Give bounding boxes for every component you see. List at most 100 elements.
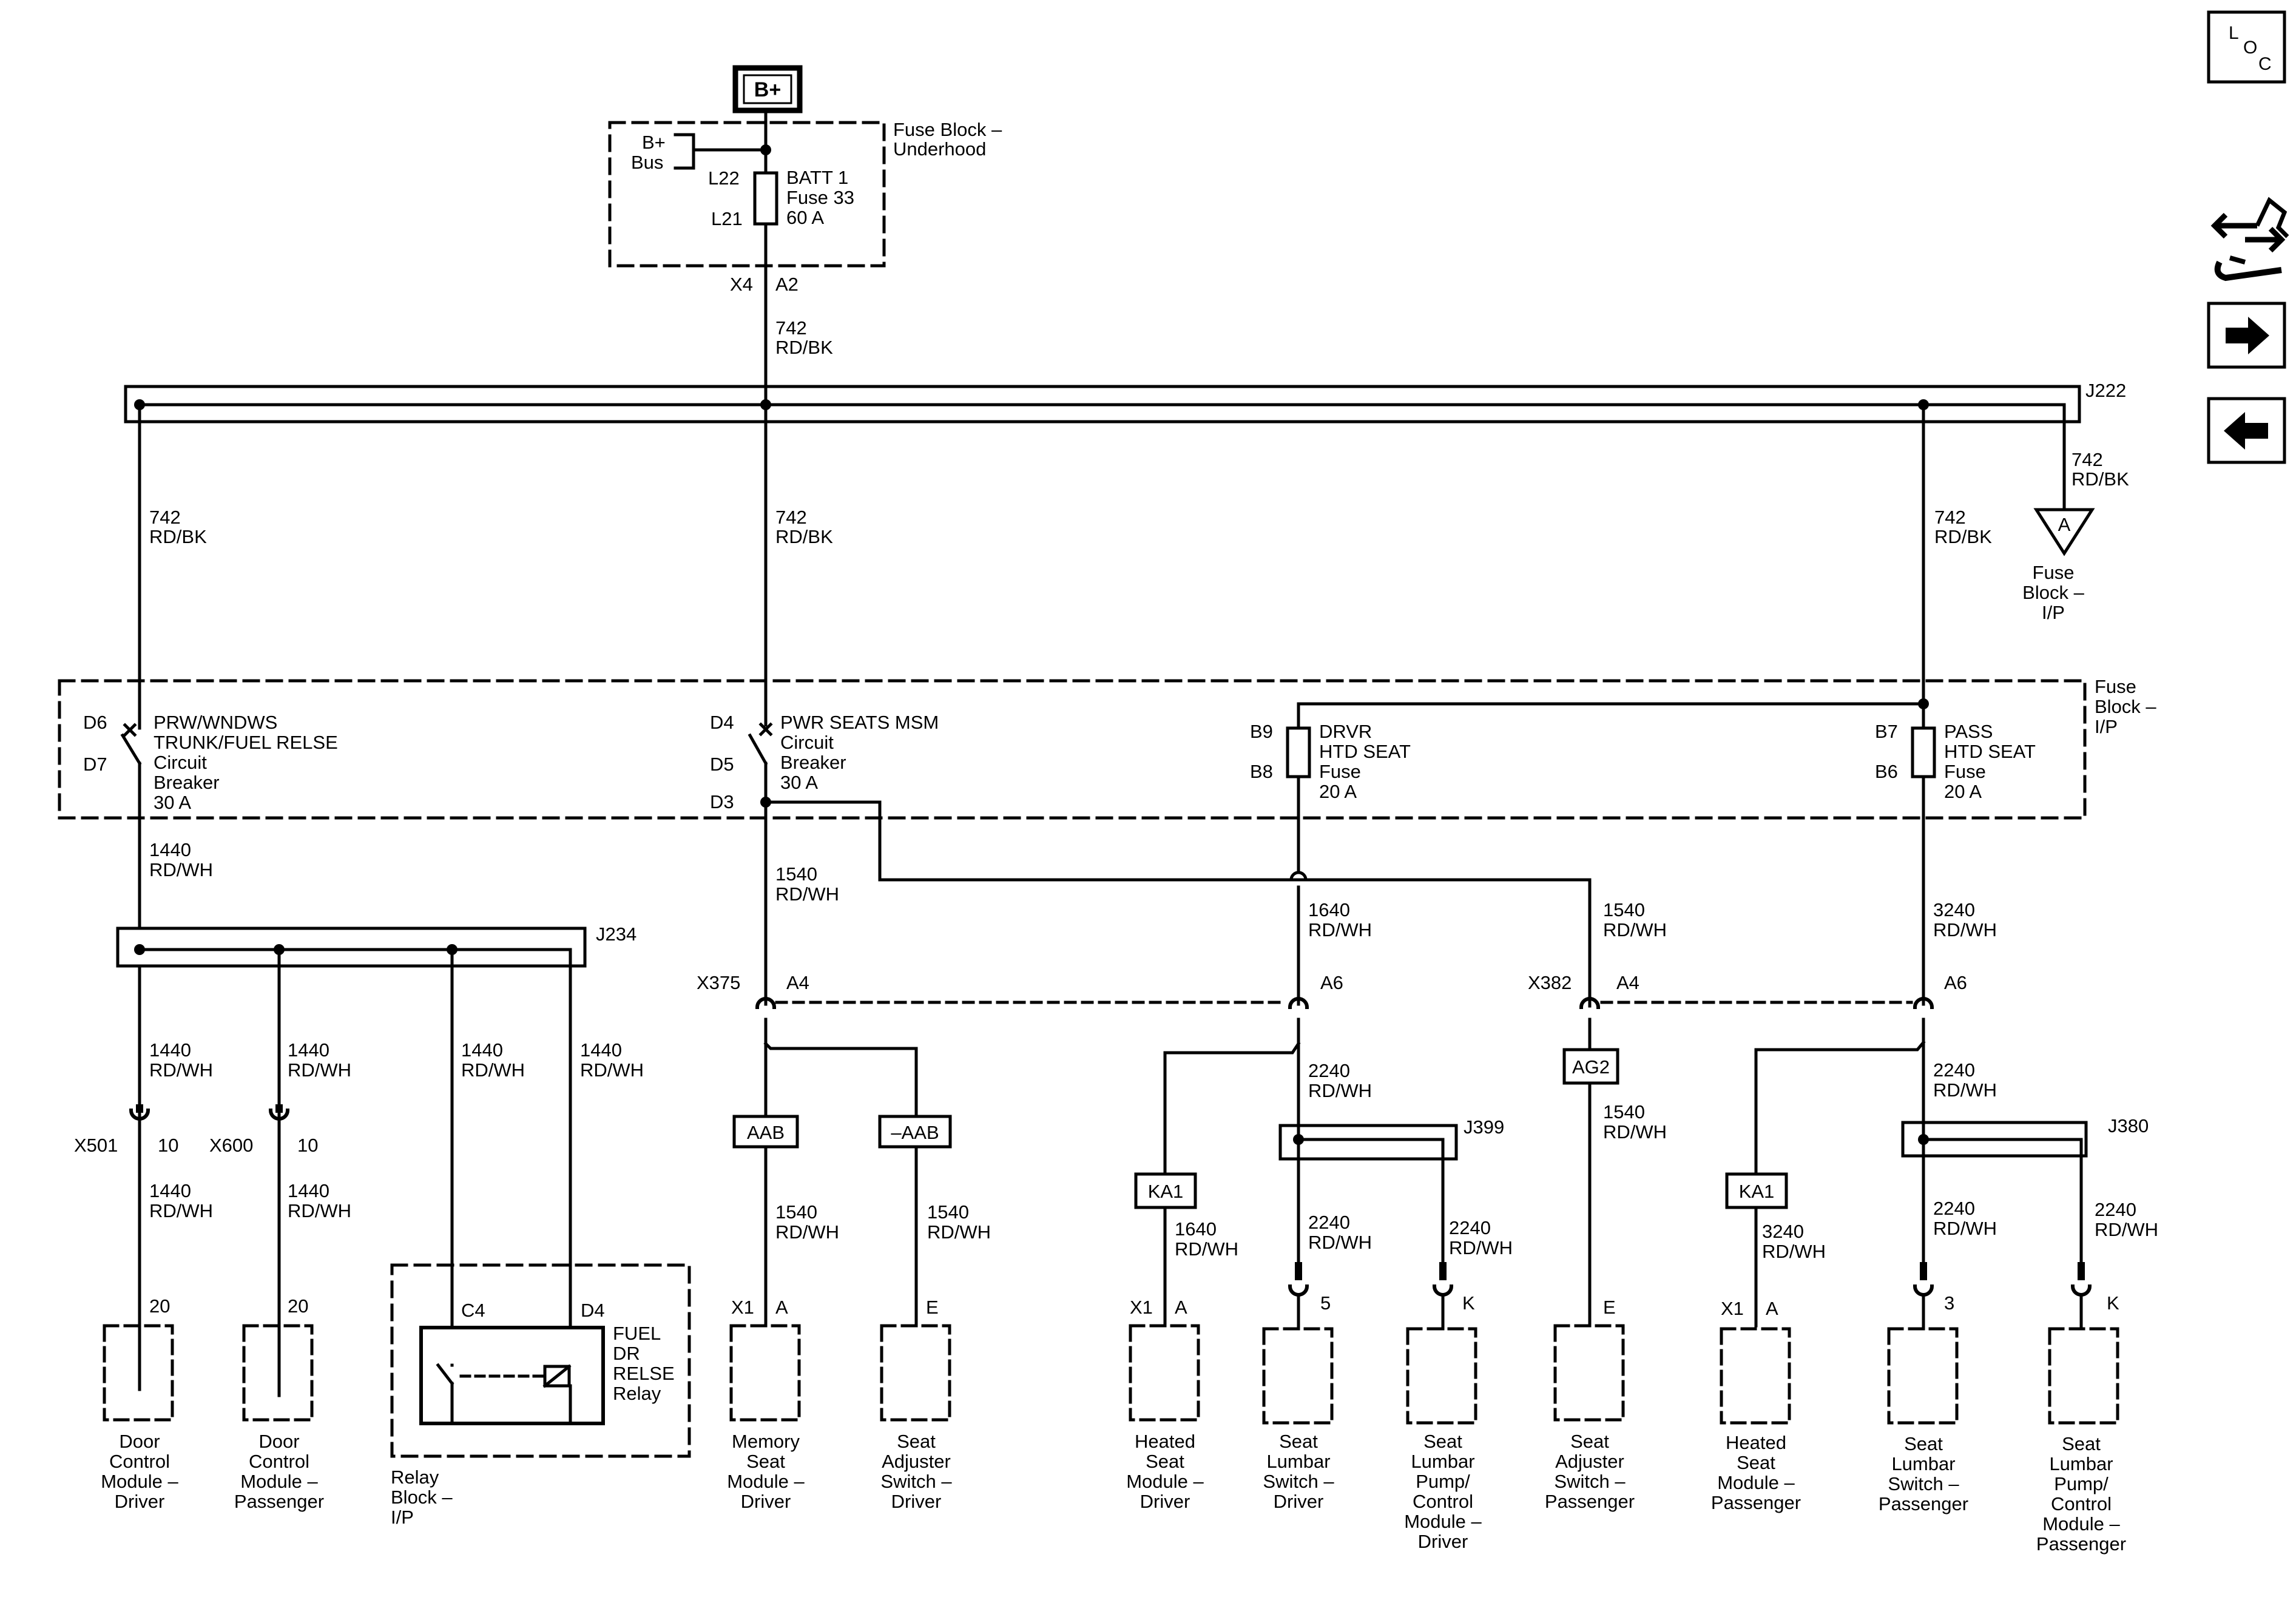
fuse-block-ip-label-3: I/P <box>2095 716 2118 737</box>
component-name-line: Heated <box>1726 1432 1786 1453</box>
component-name-line: Control <box>249 1451 309 1472</box>
relay-name-2: DR <box>613 1343 640 1364</box>
locator-icon[interactable]: L O C <box>2207 10 2286 84</box>
wire-2240-color-a: RD/WH <box>1308 1080 1372 1101</box>
component-name-line: Passenger <box>1711 1492 1801 1513</box>
option-ka1-passenger-label: KA1 <box>1739 1181 1775 1202</box>
cb1-label-1: PRW/WNDWS <box>154 712 277 733</box>
component-pin-label: K <box>2107 1292 2119 1314</box>
wire-1540-num-e: 1540 <box>1603 1101 1645 1122</box>
option-ag2-label: AG2 <box>1572 1056 1610 1078</box>
component-connector-label: X1 <box>1130 1297 1153 1318</box>
wire-2240-num-d: 2240 <box>1933 1059 1975 1081</box>
component-name-line: Driver <box>741 1491 791 1512</box>
component-name-line: Seat <box>1423 1431 1462 1452</box>
component-name-line: Module – <box>727 1471 805 1492</box>
component-seat-lumbar-switch-passenger <box>1887 1327 1959 1425</box>
sidebar-navigation: L O C <box>2207 10 2289 464</box>
wire-1440-color-c: RD/WH <box>288 1059 351 1081</box>
wire-1540-color-e: RD/WH <box>1603 1121 1667 1143</box>
component-name-line: Seat <box>2062 1433 2101 1454</box>
relay-name-1: FUEL <box>613 1323 661 1344</box>
cb1-label-4: Breaker <box>154 772 220 793</box>
wire-1440-num-e: 1440 <box>580 1039 622 1061</box>
component-name-line: Lumbar <box>1266 1451 1330 1472</box>
component-name-line: Module – <box>1717 1472 1795 1493</box>
wire-3240-color-a: RD/WH <box>1933 919 1997 940</box>
wire-3240-num-b: 3240 <box>1762 1221 1804 1242</box>
connector-tool-icon[interactable] <box>2210 197 2289 282</box>
wire-1540-color-b: RD/WH <box>1603 919 1667 940</box>
fuse-block-ip-label-2: Block – <box>2095 696 2156 717</box>
component-name-line: Passenger <box>1879 1493 1968 1514</box>
wire-1540-color-c: RD/WH <box>775 1221 839 1243</box>
wire-2240-color-d: RD/WH <box>1933 1079 1997 1101</box>
fuse-drvr-label-3: Fuse <box>1319 761 1361 782</box>
pin-d4-cb: D4 <box>710 712 734 733</box>
component-pin-label: 5 <box>1320 1292 1331 1314</box>
component-name-line: Driver <box>1274 1491 1324 1512</box>
cb1-label-2: TRUNK/FUEL RELSE <box>154 732 338 753</box>
offpage-label-3: I/P <box>2042 602 2065 623</box>
component-pin-label: 3 <box>1944 1292 1954 1314</box>
option-aab-label: AAB <box>747 1122 785 1143</box>
pin-x382-a4: A4 <box>1616 972 1639 993</box>
option-box-ka1-driver <box>1134 1172 1197 1209</box>
component-heated-seat-module-driver <box>1129 1324 1200 1422</box>
wire-2240-color-e: RD/WH <box>1933 1218 1997 1239</box>
component-door-module-driver <box>103 1324 174 1422</box>
pin-d5: D5 <box>710 754 734 775</box>
cb1-label-5: 30 A <box>154 792 191 813</box>
component-name-line: Module – <box>240 1471 318 1492</box>
wire-2240-num-c: 2240 <box>1449 1217 1491 1238</box>
pin-d3: D3 <box>710 791 734 812</box>
component-connector-label: X1 <box>1721 1298 1744 1319</box>
component-seat-adjuster-switch-driver <box>880 1324 951 1422</box>
locator-letter-l: L <box>2229 23 2239 43</box>
splice-j399-label: J399 <box>1464 1116 1504 1138</box>
pin-b7: B7 <box>1875 721 1898 742</box>
relay-block-ip <box>390 1263 691 1458</box>
wire-2240-color-b: RD/WH <box>1308 1232 1372 1253</box>
cb2-label-4: 30 A <box>780 772 818 793</box>
component-name-line: Adjuster <box>1555 1451 1624 1472</box>
wire-742-color-offpage: RD/BK <box>2071 468 2129 490</box>
fuse-block-underhood-label-1: Fuse Block – <box>893 119 1002 140</box>
component-name-line: Seat <box>897 1431 936 1452</box>
offpage-connector-a <box>2033 508 2095 556</box>
b-plus-label: B+ <box>754 78 781 101</box>
splice-j234-label: J234 <box>596 923 636 945</box>
bus-label-2: Bus <box>631 152 663 173</box>
wire-742-color-right: RD/BK <box>1934 526 1992 547</box>
component-name-line: Seat <box>1570 1431 1609 1452</box>
cb1-label-3: Circuit <box>154 752 207 773</box>
component-name-line: Lumbar <box>2049 1453 2113 1474</box>
relay-pin-c4: C4 <box>461 1300 485 1321</box>
component-door-module-passenger <box>242 1324 314 1422</box>
component-name-line: Passenger <box>2036 1533 2126 1555</box>
locator-letter-c: C <box>2258 54 2272 74</box>
wire-1440-num-d: 1440 <box>461 1039 503 1061</box>
pin-b8: B8 <box>1250 761 1273 782</box>
connector-x375: X375 <box>697 972 740 993</box>
wire-1440-color-f: RD/WH <box>149 1200 213 1221</box>
component-name-line: Seat <box>1279 1431 1318 1452</box>
component-name-line: Module – <box>1404 1511 1482 1532</box>
pin-x375-a4: A4 <box>786 972 809 993</box>
wire-1440-color-e: RD/WH <box>580 1059 644 1081</box>
pin-b6: B6 <box>1875 761 1898 782</box>
fuse-block-underhood <box>608 121 886 268</box>
wire-742-color-center: RD/BK <box>775 526 833 547</box>
next-arrow-icon[interactable] <box>2207 302 2286 369</box>
relay-name-4: Relay <box>613 1383 661 1404</box>
fuse-pass-htd-seat <box>1911 726 1936 778</box>
component-pin-label: K <box>1462 1292 1475 1314</box>
wire-1640-num-a: 1640 <box>1308 899 1350 920</box>
component-name-line: Driver <box>891 1491 942 1512</box>
wire-1540-color-d: RD/WH <box>927 1221 991 1243</box>
connector-x501: X501 <box>74 1135 118 1156</box>
splice-j380-label: J380 <box>2108 1115 2149 1136</box>
previous-arrow-icon[interactable] <box>2207 397 2286 464</box>
pin-d6: D6 <box>83 712 107 733</box>
wire-1540-num-d: 1540 <box>927 1201 969 1223</box>
